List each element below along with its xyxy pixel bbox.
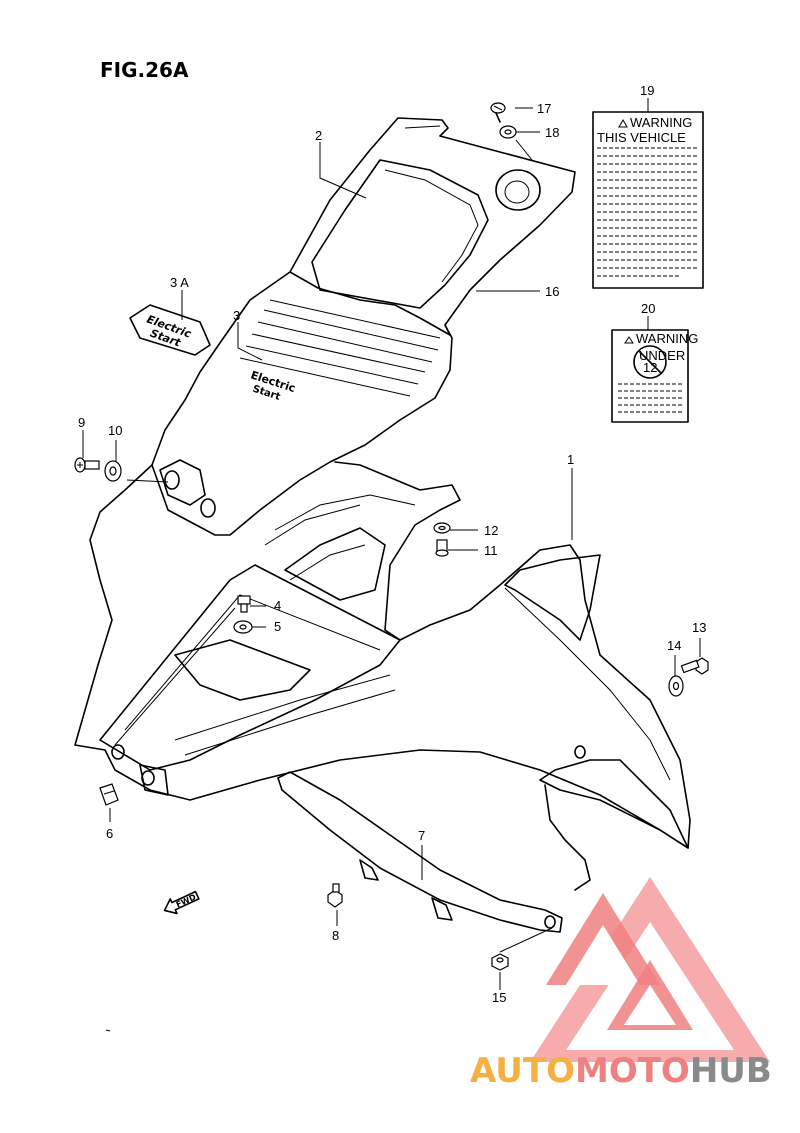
- age-restriction-icon: [633, 345, 667, 379]
- callout-10: 10: [108, 423, 122, 438]
- callout-3a: 3 A: [170, 275, 189, 290]
- part-support-bracket: [277, 771, 563, 933]
- fwd-label: FWD: [175, 892, 198, 909]
- warning-label-subtitle: THIS VEHICLE: [597, 130, 686, 145]
- callout-3: 3: [233, 308, 240, 323]
- callout-15: 15: [492, 990, 506, 1005]
- figure-title: FIG.26A: [100, 58, 189, 82]
- bolt-13-icon: [680, 657, 709, 675]
- callout-12: 12: [484, 523, 498, 538]
- callout-18: 18: [545, 125, 559, 140]
- callout-17: 17: [537, 101, 551, 116]
- part-emblem-3a: Electric Start: [129, 304, 211, 356]
- clip-nut-6-icon: [99, 783, 119, 806]
- callout-13: 13: [692, 620, 706, 635]
- callout-16: 16: [545, 284, 559, 299]
- callout-7: 7: [418, 828, 425, 843]
- washer-18-icon: [499, 125, 517, 139]
- callout-19: 19: [640, 83, 654, 98]
- callout-1: 1: [567, 452, 574, 467]
- warning-text-lines: [597, 147, 699, 277]
- washer-14-icon: [668, 675, 684, 697]
- warning-label-19: WARNING THIS VEHICLE: [592, 111, 704, 289]
- warning-label2-title: WARNING: [636, 331, 698, 346]
- part-upper-cover: [289, 117, 576, 336]
- electric-start-emblem: Electric Start: [249, 368, 297, 402]
- svg-text:AUTOMOTOHUB: AUTOMOTOHUB: [470, 1051, 772, 1091]
- watermark-logo: AUTOMOTOHUB: [470, 877, 772, 1091]
- bolt-11-icon: [435, 539, 449, 557]
- hardware-group: [74, 102, 709, 971]
- callout-numbers: 1 2 3 3 A 4 5 6 7 8 9 10 11 12 13 14 15 …: [78, 83, 706, 1005]
- forward-direction-arrow-icon: FWD: [163, 890, 200, 915]
- watermark-text-hub: HUB: [690, 1051, 772, 1091]
- watermark-text-auto: AUTO: [470, 1051, 575, 1091]
- age-number-text: 12: [643, 360, 657, 375]
- age-under-text: UNDER: [639, 348, 685, 363]
- leader-lines: [82, 98, 701, 990]
- warning-triangle-icon-2: [624, 336, 634, 344]
- warning-label-title: WARNING: [630, 115, 692, 130]
- callout-6: 6: [106, 826, 113, 841]
- warning-label-20: WARNING UNDER 12: [611, 329, 698, 423]
- scan-mark: [105, 1029, 111, 1032]
- callout-9: 9: [78, 415, 85, 430]
- callout-8: 8: [332, 928, 339, 943]
- callout-5: 5: [274, 619, 281, 634]
- part-front-fender: [74, 461, 691, 891]
- warning-triangle-icon: [618, 118, 628, 128]
- callout-2: 2: [315, 128, 322, 143]
- part-front-cowl: Electric Start: [151, 271, 453, 536]
- screw-17-icon: [490, 102, 506, 123]
- washer-5-icon: [233, 620, 253, 634]
- callout-11: 11: [484, 543, 498, 558]
- washer-12-icon: [433, 522, 451, 534]
- washer-10-icon: [104, 460, 122, 482]
- callout-14: 14: [667, 638, 681, 653]
- callout-20: 20: [641, 301, 655, 316]
- nut-15-icon: [491, 953, 509, 971]
- bolt-4-icon: [237, 595, 251, 613]
- screw-9-icon: [74, 457, 100, 473]
- bolt-8-icon: [327, 883, 343, 908]
- callout-4: 4: [274, 598, 281, 613]
- watermark-text-moto: MOTO: [575, 1051, 690, 1091]
